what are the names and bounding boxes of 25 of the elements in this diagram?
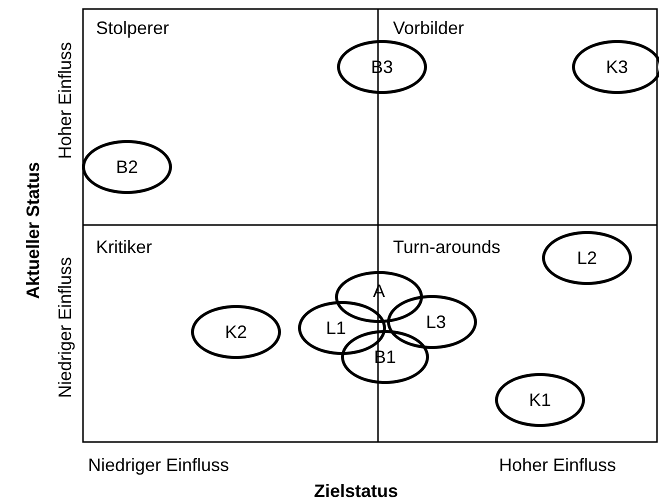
- axis-tick-label: Niedriger Einfluss: [88, 455, 230, 476]
- ellipse: [191, 305, 281, 359]
- quadrant-label: Stolperer: [96, 18, 170, 39]
- ellipse-label: K1: [528, 390, 552, 410]
- ellipse: [337, 40, 427, 94]
- ellipse-label: K3: [606, 56, 628, 78]
- axis-tick-label: Niedriger Einfluss: [55, 256, 76, 398]
- ellipse-label: L1: [326, 318, 346, 338]
- axis-title: Aktueller Status: [23, 162, 44, 299]
- ellipse: [82, 140, 172, 194]
- ellipse: [387, 295, 477, 349]
- ellipse-label: L2: [576, 248, 598, 268]
- quadrant-label: Turn-arounds: [393, 237, 500, 258]
- quadrant-label: Vorbilder: [393, 18, 464, 39]
- ellipse-label: B2: [116, 156, 138, 178]
- ellipse: [335, 271, 423, 323]
- axis-title: Zielstatus: [314, 481, 398, 502]
- ellipse: [542, 231, 632, 285]
- axis-tick-label: Hoher Einfluss: [499, 455, 616, 476]
- quadrant-label: Kritiker: [96, 237, 152, 258]
- ellipse: [495, 373, 585, 427]
- ellipse: [572, 40, 659, 94]
- axis-tick-label: Hoher Einfluss: [55, 42, 76, 159]
- ellipse-label: L3: [426, 312, 446, 332]
- ellipse-label: K2: [224, 322, 248, 342]
